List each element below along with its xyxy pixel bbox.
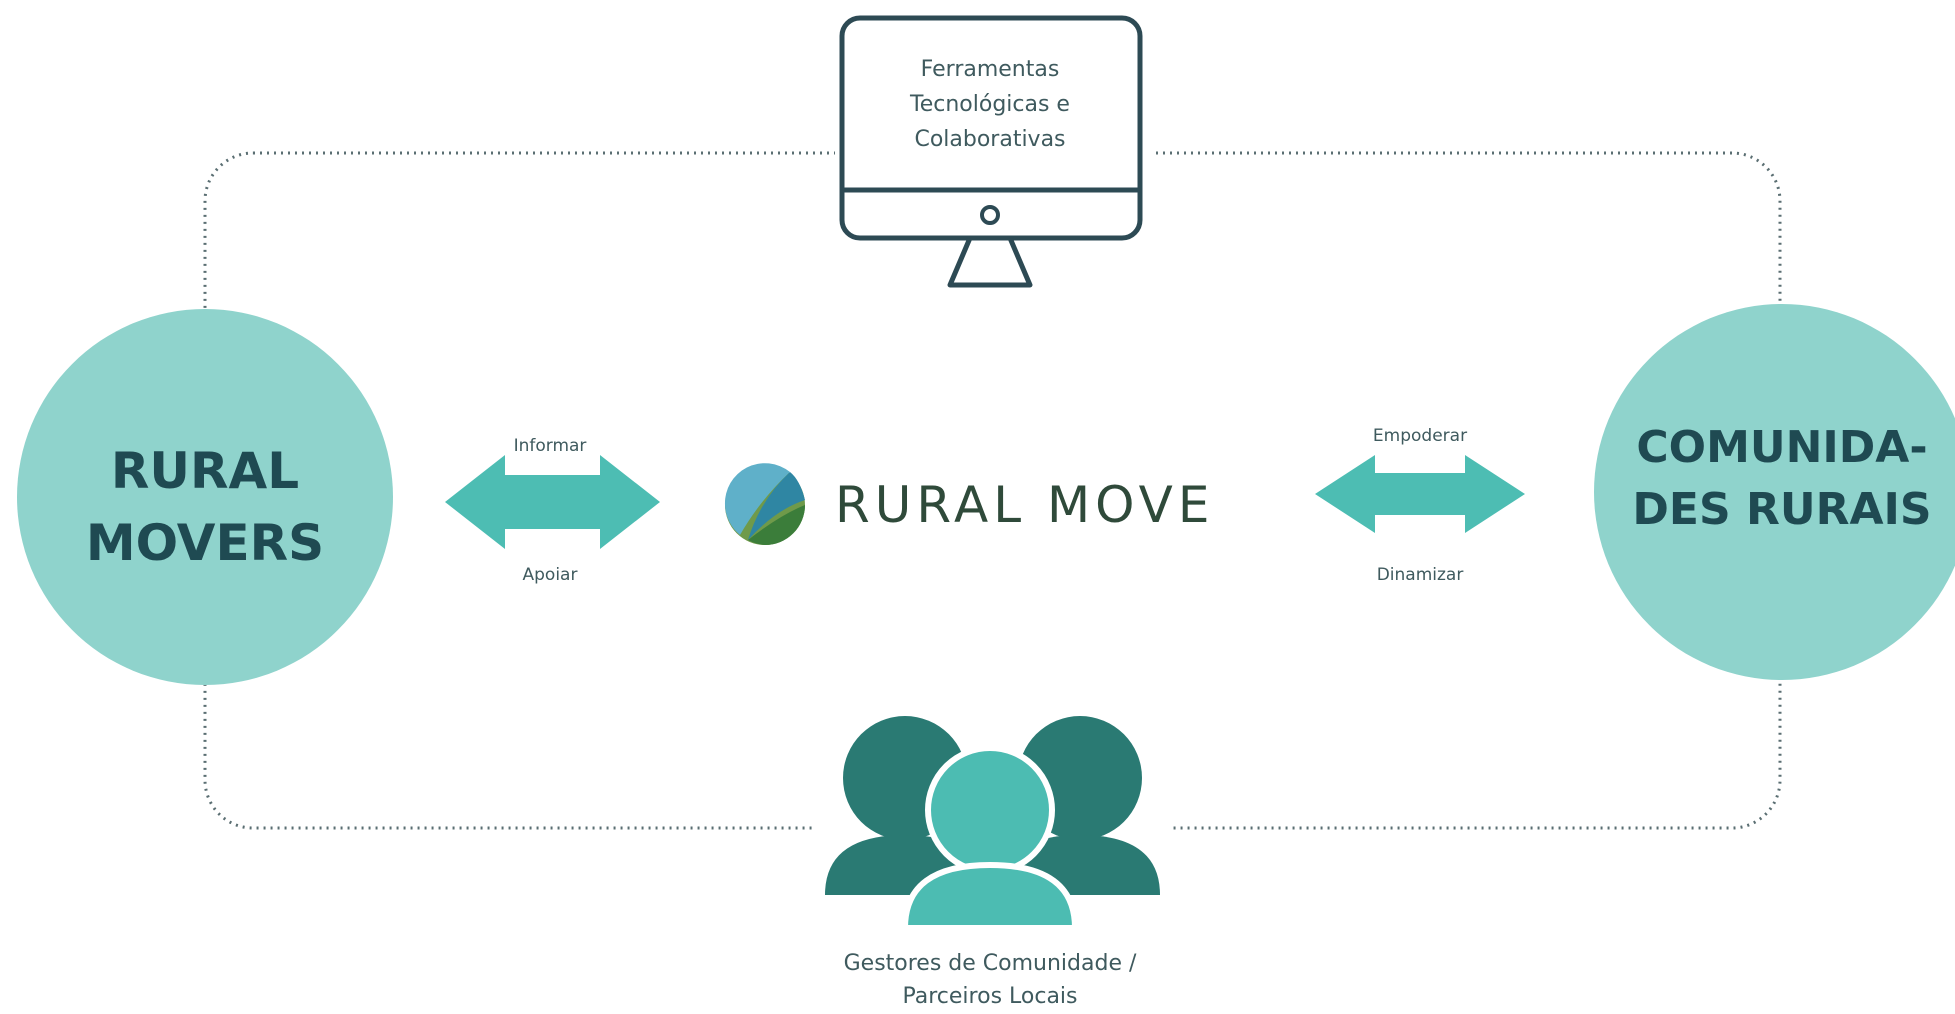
- ferramentas-line3: Colaborativas: [914, 127, 1065, 152]
- monitor-icon: [839, 15, 1143, 288]
- rural-movers-line2: MOVERS: [86, 514, 324, 572]
- rural-movers-circle: [17, 309, 393, 685]
- gestores-line2: Parceiros Locais: [902, 984, 1077, 1009]
- rural-move-wordmark: RURAL MOVE: [835, 476, 1214, 534]
- rural-move-logo: RURAL MOVE: [724, 463, 1214, 545]
- comunidades-rurais-circle: [1594, 304, 1955, 680]
- left-double-arrow: Informar Apoiar: [445, 436, 660, 585]
- apoiar-label: Apoiar: [523, 565, 578, 585]
- dinamizar-label: Dinamizar: [1377, 565, 1464, 585]
- right-arrow-shape: [1315, 455, 1525, 533]
- informar-label: Informar: [514, 436, 587, 456]
- people-group-icon: [825, 716, 1160, 931]
- ferramentas-node: Ferramentas Tecnológicas e Colaborativas: [839, 15, 1143, 288]
- right-double-arrow: Empoderar Dinamizar: [1315, 426, 1525, 585]
- globe-leaf-logo-icon: [724, 463, 805, 545]
- comunidades-line2: DES RURAIS: [1632, 484, 1931, 535]
- ferramentas-line2: Tecnológicas e: [909, 92, 1070, 117]
- empoderar-label: Empoderar: [1373, 426, 1467, 446]
- rural-movers-line1: RURAL: [111, 442, 299, 500]
- comunidades-line1: COMUNIDA-: [1636, 422, 1927, 473]
- left-arrow-shape: [445, 455, 660, 549]
- rural-movers-node: RURAL MOVERS: [17, 309, 393, 685]
- gestores-line1: Gestores de Comunidade /: [844, 951, 1137, 976]
- ferramentas-line1: Ferramentas: [921, 57, 1060, 82]
- comunidades-rurais-node: COMUNIDA- DES RURAIS: [1594, 304, 1955, 680]
- gestores-node: Gestores de Comunidade / Parceiros Locai…: [825, 716, 1160, 1009]
